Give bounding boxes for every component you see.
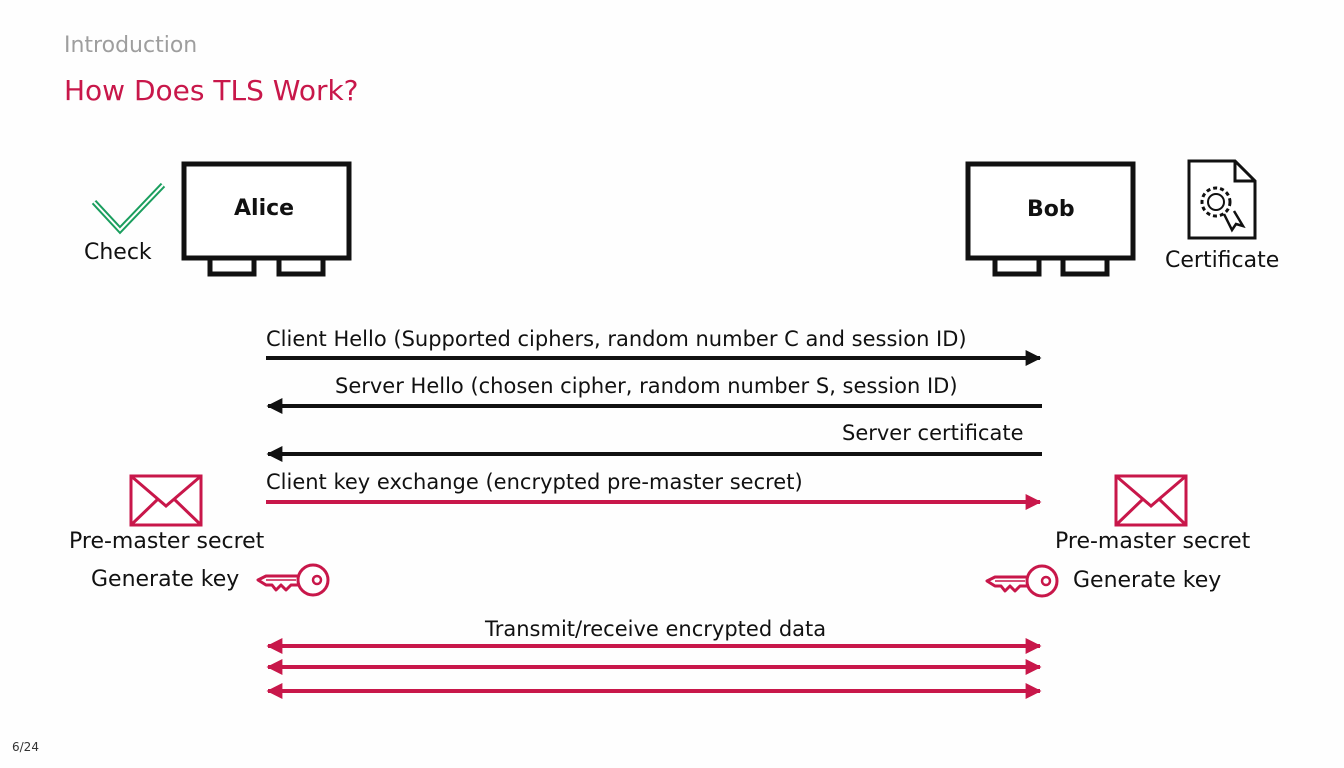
server-hello-label: Server Hello (chosen cipher, random numb… bbox=[335, 374, 958, 398]
alice-computer-icon bbox=[181, 161, 352, 277]
client-generate-key-label: Generate key bbox=[91, 567, 240, 592]
section-label: Introduction bbox=[64, 33, 198, 58]
slide-title: How Does TLS Work? bbox=[64, 74, 359, 107]
bob-computer-icon bbox=[965, 161, 1136, 277]
certificate-icon bbox=[1187, 159, 1257, 240]
encrypted-data-label: Transmit/receive encrypted data bbox=[485, 617, 827, 641]
server-envelope-icon bbox=[1114, 474, 1188, 527]
server-generate-key-label: Generate key bbox=[1073, 568, 1222, 593]
page-number: 6/24 bbox=[12, 740, 39, 754]
bob-label: Bob bbox=[1027, 197, 1075, 222]
check-label: Check bbox=[84, 240, 152, 265]
certificate-label: Certificate bbox=[1165, 248, 1280, 273]
server-key-icon bbox=[985, 564, 1059, 598]
client-hello-label: Client Hello (Supported ciphers, random … bbox=[266, 327, 967, 351]
alice-label: Alice bbox=[234, 196, 295, 221]
client-pre-master-secret-label: Pre-master secret bbox=[69, 529, 265, 554]
server-pre-master-secret-label: Pre-master secret bbox=[1055, 529, 1251, 554]
client-key-icon bbox=[256, 563, 330, 597]
server-certificate-label: Server certificate bbox=[842, 421, 1024, 445]
client-key-exchange-label: Client key exchange (encrypted pre-maste… bbox=[266, 470, 803, 494]
checkmark-icon bbox=[91, 182, 166, 235]
client-envelope-icon bbox=[129, 474, 203, 527]
